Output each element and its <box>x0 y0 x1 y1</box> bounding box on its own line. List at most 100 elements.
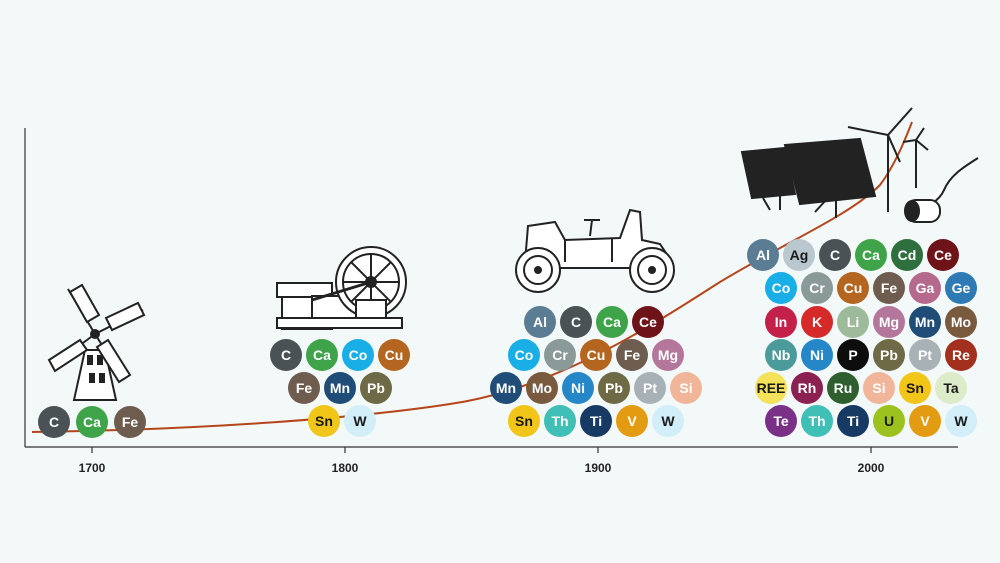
element-circle <box>288 372 320 404</box>
element-symbol: Cu <box>385 347 404 363</box>
element-bubble-ca: Ca <box>855 239 887 271</box>
element-bubble-fe: Fe <box>288 372 320 404</box>
element-bubble-ca: Ca <box>306 339 338 371</box>
year-label-1700: 1700 <box>79 461 106 475</box>
element-circle <box>306 339 338 371</box>
element-bubble-mo: Mo <box>945 306 977 338</box>
element-symbol: Pb <box>880 347 898 363</box>
element-bubble-al: Al <box>524 306 556 338</box>
element-symbol: W <box>353 413 367 429</box>
element-bubble-mn: Mn <box>324 372 356 404</box>
element-symbol: Mg <box>658 347 678 363</box>
element-circle <box>544 405 576 437</box>
element-circle <box>38 406 70 438</box>
exhaust-pipe <box>904 157 979 223</box>
element-circle <box>909 306 941 338</box>
element-bubble-th: Th <box>801 405 833 437</box>
element-bubble-in: In <box>765 306 797 338</box>
element-symbol: U <box>884 413 894 429</box>
element-bubble-pt: Pt <box>634 372 666 404</box>
element-circle <box>891 239 923 271</box>
element-circle <box>598 372 630 404</box>
element-bubble-w: W <box>945 405 977 437</box>
element-bubble-v: V <box>909 405 941 437</box>
steam-engine-icon <box>276 246 407 330</box>
element-symbol: P <box>848 347 857 363</box>
element-bubble-w: W <box>344 405 376 437</box>
element-bubble-mg: Mg <box>652 339 684 371</box>
element-circle <box>837 339 869 371</box>
element-bubble-co: Co <box>508 339 540 371</box>
element-symbol: Nb <box>772 347 791 363</box>
element-circle <box>652 405 684 437</box>
element-symbol: Te <box>773 413 789 429</box>
element-circle <box>945 306 977 338</box>
element-bubble-al: Al <box>747 239 779 271</box>
element-bubble-u: U <box>873 405 905 437</box>
element-symbol: Ca <box>83 414 101 430</box>
element-symbol: Co <box>772 280 791 296</box>
element-symbol: Th <box>551 413 568 429</box>
element-bubble-c: C <box>819 239 851 271</box>
element-symbol: Ti <box>847 413 859 429</box>
growth-curve <box>31 121 913 433</box>
element-symbol: Re <box>952 347 970 363</box>
element-circle <box>580 405 612 437</box>
element-circle <box>765 339 797 371</box>
element-symbol: C <box>281 347 291 363</box>
element-bubble-si: Si <box>670 372 702 404</box>
element-circle <box>801 339 833 371</box>
element-circle <box>791 372 823 404</box>
element-symbol: Pt <box>918 347 932 363</box>
element-circle <box>801 405 833 437</box>
element-circle <box>909 405 941 437</box>
element-symbol: Sn <box>515 413 533 429</box>
element-symbol: Cr <box>552 347 568 363</box>
element-symbol: Ni <box>810 347 824 363</box>
element-symbol: Mn <box>496 380 516 396</box>
element-symbol: Mn <box>915 314 935 330</box>
element-bubble-fe: Fe <box>114 406 146 438</box>
element-bubble-pb: Pb <box>360 372 392 404</box>
element-symbol: Fe <box>881 280 898 296</box>
element-circle <box>819 239 851 271</box>
element-bubble-c: C <box>560 306 592 338</box>
element-bubble-pb: Pb <box>873 339 905 371</box>
element-circle <box>596 306 628 338</box>
element-symbol: C <box>571 314 581 330</box>
element-bubble-te: Te <box>765 405 797 437</box>
element-circle <box>508 339 540 371</box>
element-bubble-k: K <box>801 306 833 338</box>
element-circle <box>909 339 941 371</box>
renewables-icon <box>740 107 979 223</box>
element-symbol: Ni <box>571 380 585 396</box>
element-symbol: Ga <box>916 280 935 296</box>
element-bubble-ca: Ca <box>76 406 108 438</box>
element-symbol: Al <box>533 314 547 330</box>
element-bubble-sn: Sn <box>899 372 931 404</box>
element-circle <box>524 306 556 338</box>
element-circle <box>560 306 592 338</box>
element-bubble-ti: Ti <box>837 405 869 437</box>
element-symbol: Ce <box>934 247 952 263</box>
element-bubble-cu: Cu <box>837 272 869 304</box>
element-symbol: Al <box>756 247 770 263</box>
element-bubble-fe: Fe <box>873 272 905 304</box>
element-circle <box>873 306 905 338</box>
element-symbol: Ti <box>590 413 602 429</box>
element-symbol: Th <box>808 413 825 429</box>
element-bubble-si: Si <box>863 372 895 404</box>
element-symbol: Cu <box>844 280 863 296</box>
element-circle <box>270 339 302 371</box>
element-symbol: Sn <box>906 380 924 396</box>
element-circle <box>801 272 833 304</box>
element-circle <box>670 372 702 404</box>
element-bubble-li: Li <box>837 306 869 338</box>
element-bubble-p: P <box>837 339 869 371</box>
element-symbol: Pb <box>367 380 385 396</box>
wind-turbine <box>847 107 929 212</box>
solar-panel-small <box>740 146 797 211</box>
